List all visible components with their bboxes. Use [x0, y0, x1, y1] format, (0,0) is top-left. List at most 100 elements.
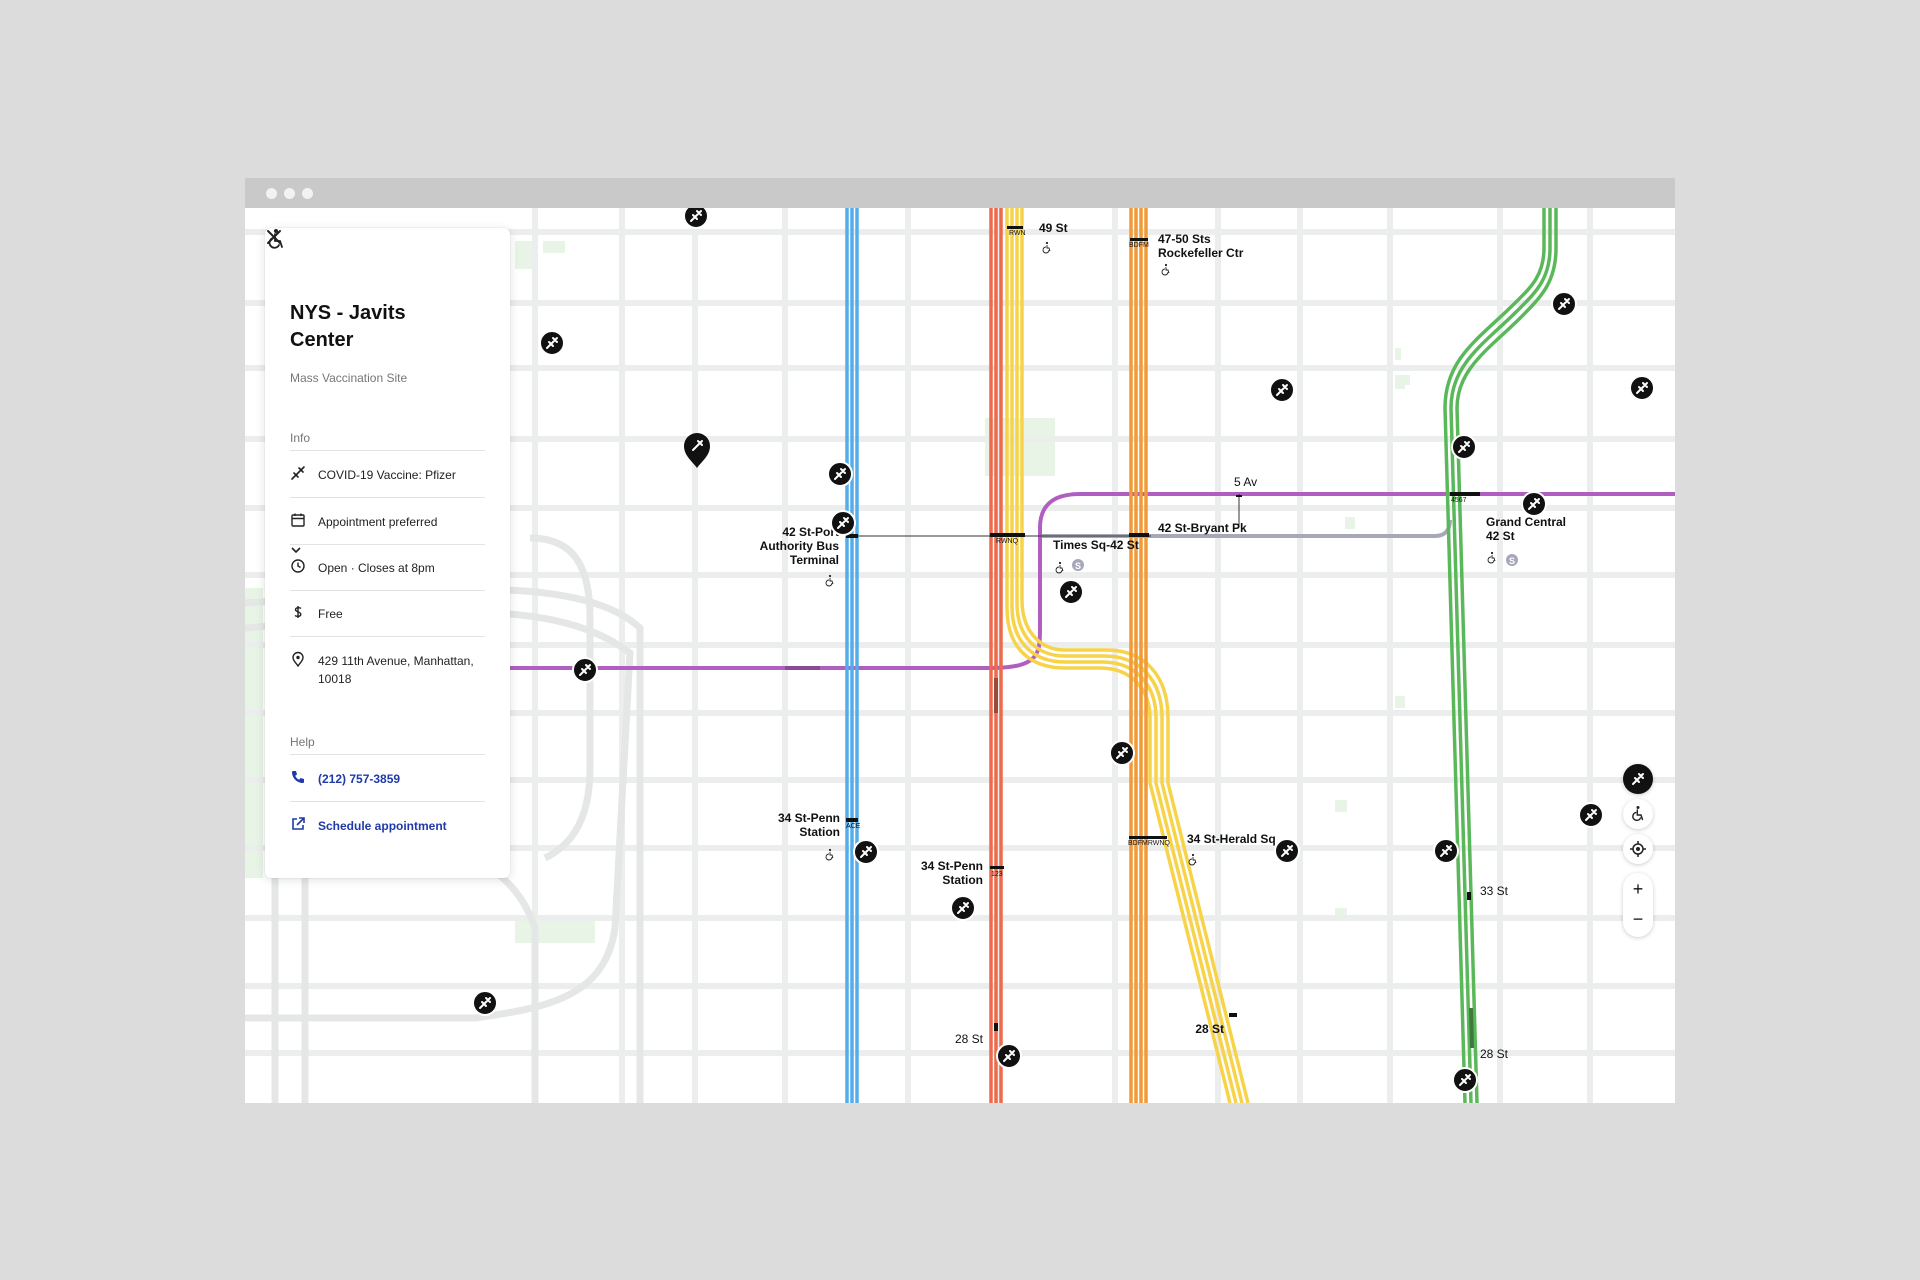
- site-type: Mass Vaccination Site: [290, 371, 408, 385]
- wheelchair-icon: [268, 229, 283, 249]
- syringe-icon: [1452, 1067, 1478, 1093]
- syringe-icon: [1274, 838, 1300, 864]
- hours-text: Open · Closes at 8pm: [318, 561, 435, 575]
- station-4750-line1: 47-50 Sts: [1158, 232, 1211, 246]
- external-link-icon: [292, 817, 305, 830]
- line-blue: [845, 208, 859, 1103]
- station-28st-nr: 28 St: [1195, 1022, 1224, 1036]
- browser-window: RWN BDFM RWNQ ACE 123 BDFMRWNQ 4567 49 S…: [245, 178, 1675, 1103]
- syringe-icon: [830, 510, 856, 536]
- clock-icon: [291, 559, 305, 573]
- divider: [290, 801, 485, 802]
- address-line1: 429 11th Avenue, Manhattan,: [318, 654, 474, 668]
- route-bullet-49st: RWN: [1009, 230, 1026, 237]
- station-penn-ace-line2: Station: [799, 825, 840, 839]
- syringe-icon: [853, 839, 879, 865]
- divider: [290, 450, 485, 451]
- station-port-authority-line2: Authority Bus: [760, 539, 840, 553]
- divider: [290, 590, 485, 591]
- locate-me-button[interactable]: [1623, 834, 1653, 864]
- vaccine-filter-button[interactable]: [1623, 764, 1653, 794]
- syringe-icon: [1521, 491, 1547, 517]
- line-red: [989, 208, 1003, 1103]
- divider: [290, 754, 485, 755]
- station-port-authority-line1: 42 St-Port: [782, 525, 839, 539]
- station-port-authority-line3: Terminal: [790, 553, 839, 567]
- divider: [290, 497, 485, 498]
- site-info-panel: NYS - Javits Center Mass Vaccination Sit…: [265, 228, 510, 878]
- phone-icon: [292, 771, 304, 783]
- station-times-sq: Times Sq-42 St: [1053, 538, 1139, 552]
- hours-row[interactable]: Open · Closes at 8pm: [290, 544, 485, 590]
- appointment-row: Appointment preferred: [290, 498, 485, 544]
- syringe-icon: [950, 895, 976, 921]
- divider: [290, 544, 485, 545]
- shuttle-badge-gc: S: [1509, 556, 1515, 566]
- address-line2: 10018: [318, 672, 352, 686]
- line-green: [1443, 208, 1558, 1103]
- line-yellow: [1005, 208, 1250, 1103]
- station-penn-123-line2: Station: [942, 873, 983, 887]
- window-dot-2[interactable]: [284, 188, 295, 199]
- window-dot-3[interactable]: [302, 188, 313, 199]
- phone-link[interactable]: (212) 757-3859: [290, 755, 485, 801]
- station-49st: 49 St: [1039, 221, 1068, 235]
- window-titlebar: [245, 178, 1675, 208]
- syringe-icon: [1629, 375, 1655, 401]
- route-bullet-gc: 4567: [1451, 497, 1467, 504]
- syringe-icon: [996, 1043, 1022, 1069]
- syringe-icon: [1551, 291, 1577, 317]
- syringe-icon: [1269, 377, 1295, 403]
- syringe-icon: [539, 330, 565, 356]
- window-dot-1[interactable]: [266, 188, 277, 199]
- station-grand-central-line1: Grand Central: [1486, 515, 1566, 529]
- route-bullet-penn-ace: ACE: [846, 823, 861, 830]
- route-bullet-penn-123: 123: [991, 871, 1003, 878]
- station-grand-central-line2: 42 St: [1486, 529, 1515, 543]
- syringe-icon: [572, 657, 598, 683]
- line-orange: [1129, 208, 1148, 1103]
- shuttle-badge-timessq: S: [1075, 561, 1081, 571]
- price-text: Free: [318, 607, 343, 621]
- zoom-out-button[interactable]: −: [1632, 909, 1644, 929]
- calendar-icon: [291, 513, 305, 527]
- syringe-icon: [1109, 740, 1135, 766]
- vaccine-type: COVID-19 Vaccine: Pfizer: [318, 468, 456, 482]
- shuttle-badges: S S: [1072, 554, 1518, 571]
- syringe-icon: [827, 461, 853, 487]
- syringe-icon: [1451, 434, 1477, 460]
- vaccine-row: COVID-19 Vaccine: Pfizer: [290, 451, 485, 497]
- syringe-icon: [683, 208, 709, 229]
- chevron-down-icon[interactable]: [290, 544, 302, 556]
- schedule-appointment-label[interactable]: Schedule appointment: [318, 819, 447, 833]
- syringe-icon: [1578, 802, 1604, 828]
- info-section-label: Info: [290, 431, 311, 445]
- syringe-icon: [291, 466, 305, 480]
- dollar-icon: [294, 606, 302, 618]
- station-herald-sq: 34 St-Herald Sq: [1187, 832, 1276, 846]
- location-pin-icon: [292, 651, 304, 667]
- station-penn-123-line1: 34 St-Penn: [921, 859, 983, 873]
- schedule-appointment-link[interactable]: Schedule appointment: [290, 802, 485, 848]
- station-markers: [846, 226, 1480, 1031]
- crosshair-icon: [1630, 841, 1646, 857]
- zoom-in-button[interactable]: +: [1632, 879, 1644, 899]
- site-title: NYS - Javits Center: [290, 302, 406, 351]
- route-bullet-timessq: RWNQ: [996, 538, 1019, 545]
- route-bullet-herald: BDFMRWNQ: [1128, 840, 1170, 847]
- station-28st-123: 28 St: [955, 1032, 984, 1046]
- station-4750-line2: Rockefeller Ctr: [1158, 246, 1244, 260]
- help-section-label: Help: [290, 735, 315, 749]
- green-dark-segment: [1469, 1007, 1474, 1049]
- station-penn-ace-line1: 34 St-Penn: [778, 811, 840, 825]
- address-row: 429 11th Avenue, Manhattan, 10018: [290, 637, 485, 697]
- price-row: Free: [290, 590, 485, 636]
- station-28st-6: 28 St: [1480, 1047, 1509, 1061]
- phone-number[interactable]: (212) 757-3859: [318, 772, 401, 786]
- syringe-icon: [1058, 579, 1084, 605]
- subway-map[interactable]: RWN BDFM RWNQ ACE 123 BDFMRWNQ 4567 49 S…: [245, 208, 1675, 1103]
- selected-location-pin[interactable]: [684, 433, 710, 468]
- route-bullet-4750: BDFM: [1129, 242, 1149, 249]
- accessibility-filter-button[interactable]: [1623, 799, 1653, 829]
- syringe-icon: [1433, 838, 1459, 864]
